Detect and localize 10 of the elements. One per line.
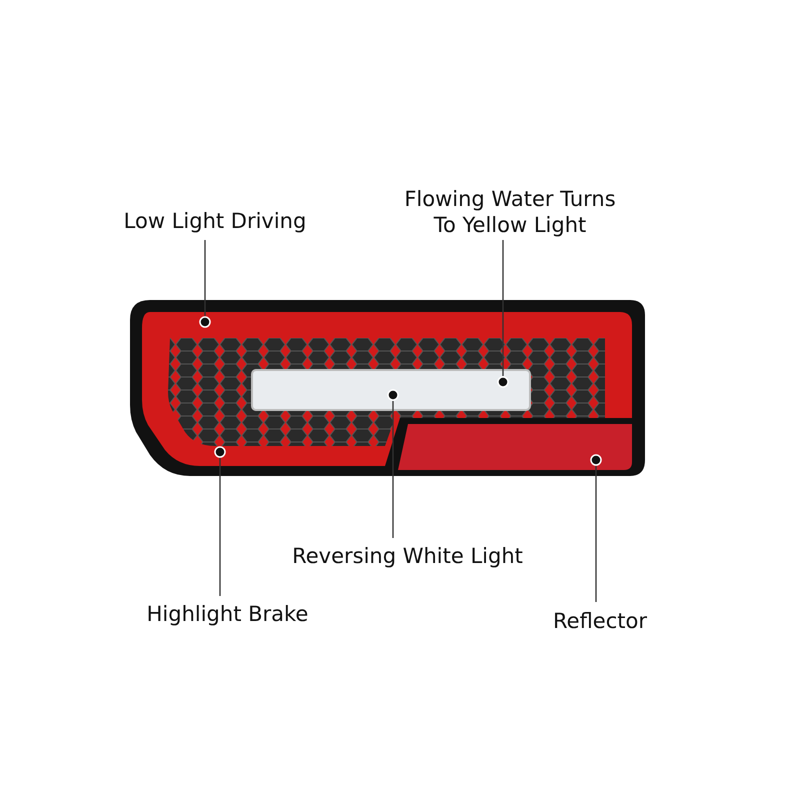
- callout-label: Flowing Water Turns To Yellow Light: [390, 186, 630, 238]
- leader-line: [595, 466, 597, 602]
- leader-line: [219, 458, 221, 596]
- callout-label: Low Light Driving: [110, 208, 320, 234]
- callout-label: Reflector: [540, 608, 660, 634]
- leader-line: [502, 240, 504, 376]
- leader-line: [392, 401, 394, 538]
- callout-label: Highlight Brake: [135, 601, 320, 627]
- leader-line: [204, 240, 206, 316]
- callout-label: Reversing White Light: [285, 543, 530, 569]
